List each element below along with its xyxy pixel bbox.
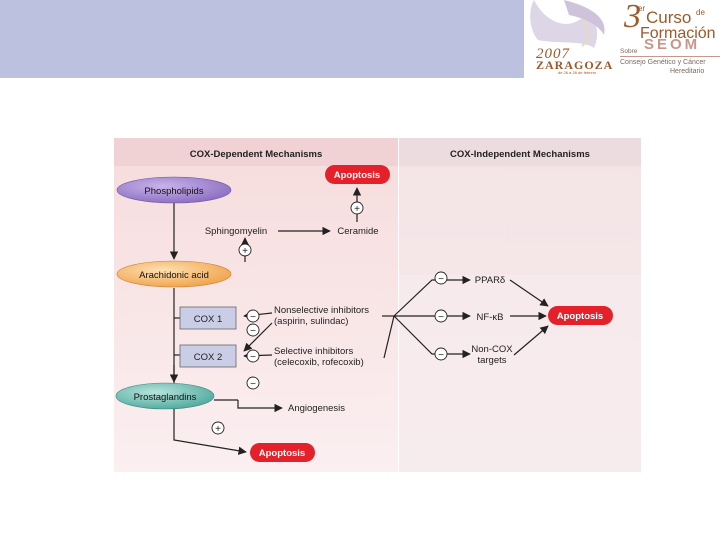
- svg-text:+: +: [215, 424, 221, 435]
- prostaglandins-node: [115, 382, 215, 410]
- selective-examples-label: (celecoxib, rofecoxib): [274, 357, 364, 368]
- cox2-node: [179, 344, 237, 368]
- arrow-noncox-apoptosis: [513, 325, 549, 356]
- logo-org: SEOM: [644, 36, 701, 53]
- plus-sign-arachidonic: +: [238, 243, 252, 257]
- logo-city: ZARAGOZA: [536, 58, 614, 72]
- minus-sign-cox1-b: −: [246, 323, 260, 337]
- cox2-label: COX 2: [194, 352, 223, 363]
- minus-sign-angiogenesis: −: [246, 376, 260, 390]
- apoptosis-right-node: [548, 306, 613, 325]
- logo-dates: de 26 a 28 de febrero: [558, 70, 597, 75]
- svg-text:−: −: [250, 379, 256, 390]
- prostaglandins-label: Prostaglandins: [134, 392, 197, 403]
- plus-sign-ceramide: +: [350, 201, 364, 215]
- arrow-nonselective-cox2: [243, 322, 273, 352]
- noncox-label-2: targets: [477, 355, 506, 366]
- minus-sign-nfkb: −: [434, 309, 448, 323]
- apoptosis-bottom-node: [250, 443, 315, 462]
- arrow-ppar-apoptosis: [509, 279, 549, 307]
- logo-formacion: Formación: [640, 25, 716, 42]
- logo-edition-number: 3: [624, 0, 641, 35]
- independent-lower-panel: [399, 275, 641, 472]
- apoptosis-right-label: Apoptosis: [557, 311, 603, 322]
- plus-sign-apoptosis-bottom: +: [211, 421, 225, 435]
- logo-divider: [620, 56, 720, 57]
- conference-logo: 2007 ZARAGOZA de 26 a 28 de febrero 3 er…: [524, 0, 720, 78]
- nfkb-label: NF-κB: [477, 312, 504, 323]
- svg-text:−: −: [250, 326, 256, 337]
- apoptosis-top-node: [325, 165, 390, 184]
- phospholipids-node: [116, 176, 232, 204]
- logo-edition-suffix: er: [638, 4, 646, 13]
- independent-header-bg: [399, 138, 641, 166]
- logo-de: de: [696, 8, 705, 17]
- cox1-label: COX 1: [194, 314, 223, 325]
- minus-sign-cox2: −: [246, 349, 260, 363]
- svg-text:−: −: [250, 312, 256, 323]
- minus-sign-cox1-a: −: [246, 309, 260, 323]
- line-selective-fan: [383, 315, 395, 359]
- svg-text:−: −: [438, 350, 444, 361]
- phospholipids-label: Phospholipids: [144, 186, 203, 197]
- arachidonic-acid-label: Arachidonic acid: [139, 270, 209, 281]
- svg-text:−: −: [250, 352, 256, 363]
- logo-curso: Curso: [646, 8, 692, 27]
- independent-header: COX-Independent Mechanisms: [450, 149, 590, 160]
- angiogenesis-label: Angiogenesis: [288, 403, 345, 414]
- cox1-node: [179, 306, 237, 330]
- logo-swirl-graphic: [530, 0, 605, 48]
- noncox-label-1: Non-COX: [471, 344, 513, 355]
- nonselective-examples-label: (aspirin, sulindac): [274, 316, 348, 327]
- apoptosis-top-label: Apoptosis: [334, 170, 380, 181]
- nonselective-inhibitors-label: Nonselective inhibitors: [274, 305, 369, 316]
- logo-subtitle-1: Consejo Genético y Cáncer: [620, 59, 706, 66]
- sphingomyelin-label: Sphingomyelin: [205, 226, 267, 237]
- arrow-prostaglandins-apoptosis: [173, 408, 247, 455]
- ceramide-label: Ceramide: [337, 226, 378, 237]
- dependent-header: COX-Dependent Mechanisms: [190, 149, 323, 160]
- minus-sign-ppar: −: [434, 271, 448, 285]
- svg-text:−: −: [438, 312, 444, 323]
- dependent-header-bg: [114, 138, 398, 166]
- apoptosis-bottom-label: Apoptosis: [259, 448, 305, 459]
- logo-year: 2007: [536, 46, 570, 62]
- arrow-to-ppar: [393, 275, 471, 317]
- ppar-label: PPARδ: [475, 275, 505, 286]
- minus-sign-noncox: −: [434, 347, 448, 361]
- logo-sobre: Sobre: [620, 48, 638, 55]
- logo-subtitle-2: Hereditario: [670, 68, 705, 75]
- svg-text:−: −: [438, 274, 444, 285]
- selective-inhibitors-label: Selective inhibitors: [274, 346, 353, 357]
- arachidonic-acid-node: [116, 260, 232, 288]
- arrow-prostaglandins-angiogenesis: [237, 400, 283, 413]
- arrow-to-noncox: [393, 315, 471, 359]
- svg-text:+: +: [242, 246, 248, 257]
- svg-text:+: +: [354, 204, 360, 215]
